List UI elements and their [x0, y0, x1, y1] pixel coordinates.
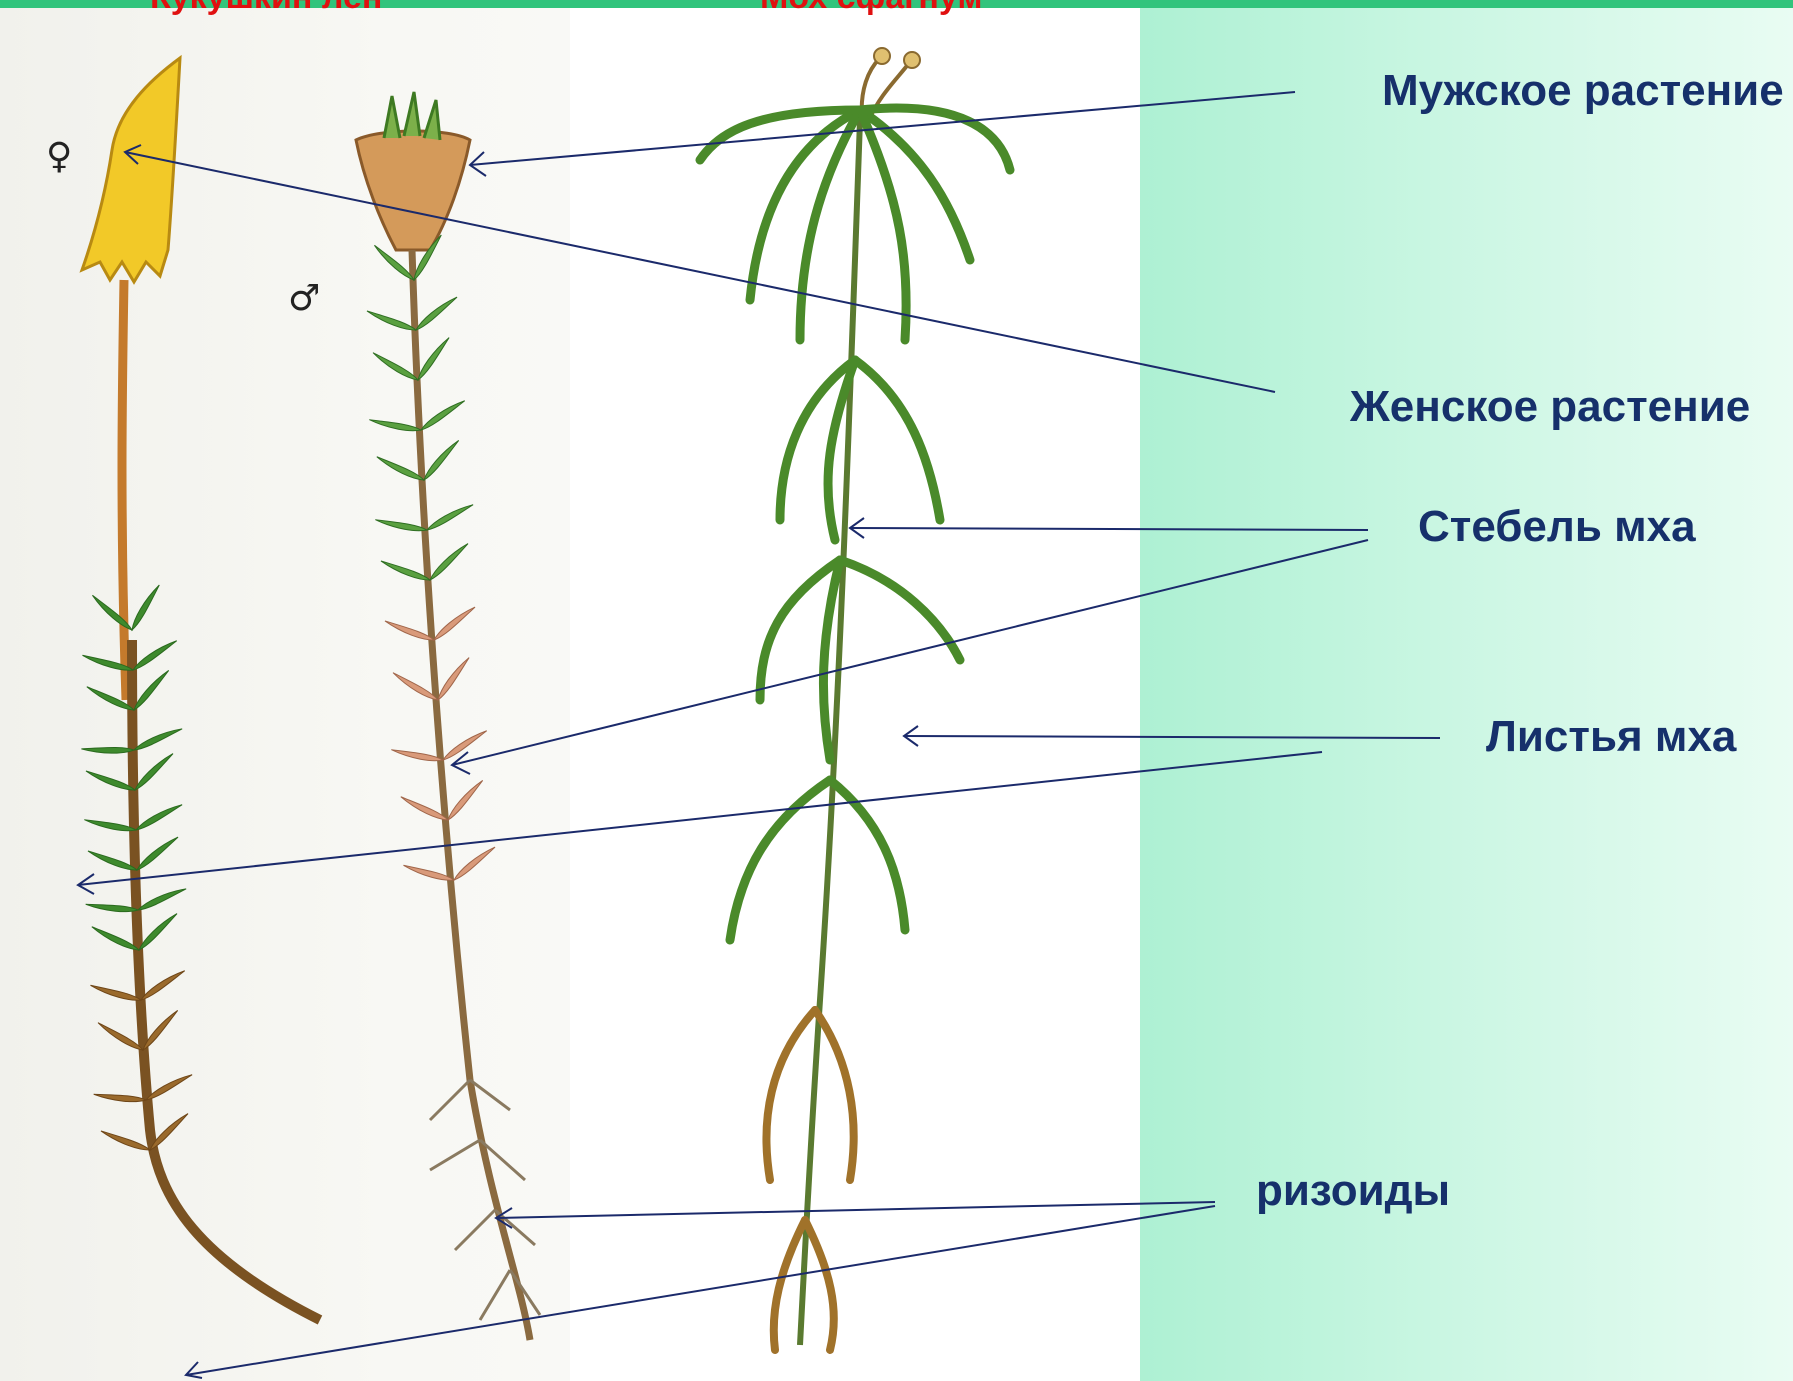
male-rhizoids [430, 1080, 540, 1320]
label-rhizoids: ризоиды [1256, 1166, 1450, 1216]
label-stem: Стебель мха [1418, 502, 1696, 552]
male-symbol: ♂ [288, 278, 320, 319]
capsule-calyptra [82, 58, 180, 282]
label-female-plant: Женское растение [1350, 382, 1750, 432]
antheridial-cup [356, 131, 470, 250]
label-leaves: Листья мха [1486, 712, 1736, 762]
label-male-plant: Мужское растение [1382, 66, 1784, 116]
seta-stalk [122, 280, 126, 700]
male-plant-illustration [356, 92, 540, 1340]
female-stem [132, 640, 320, 1320]
leader-lines [78, 92, 1440, 1378]
female-symbol: ♀ [46, 136, 72, 177]
female-plant-illustration [81, 58, 320, 1320]
sphagnum-illustration [700, 48, 1010, 1350]
